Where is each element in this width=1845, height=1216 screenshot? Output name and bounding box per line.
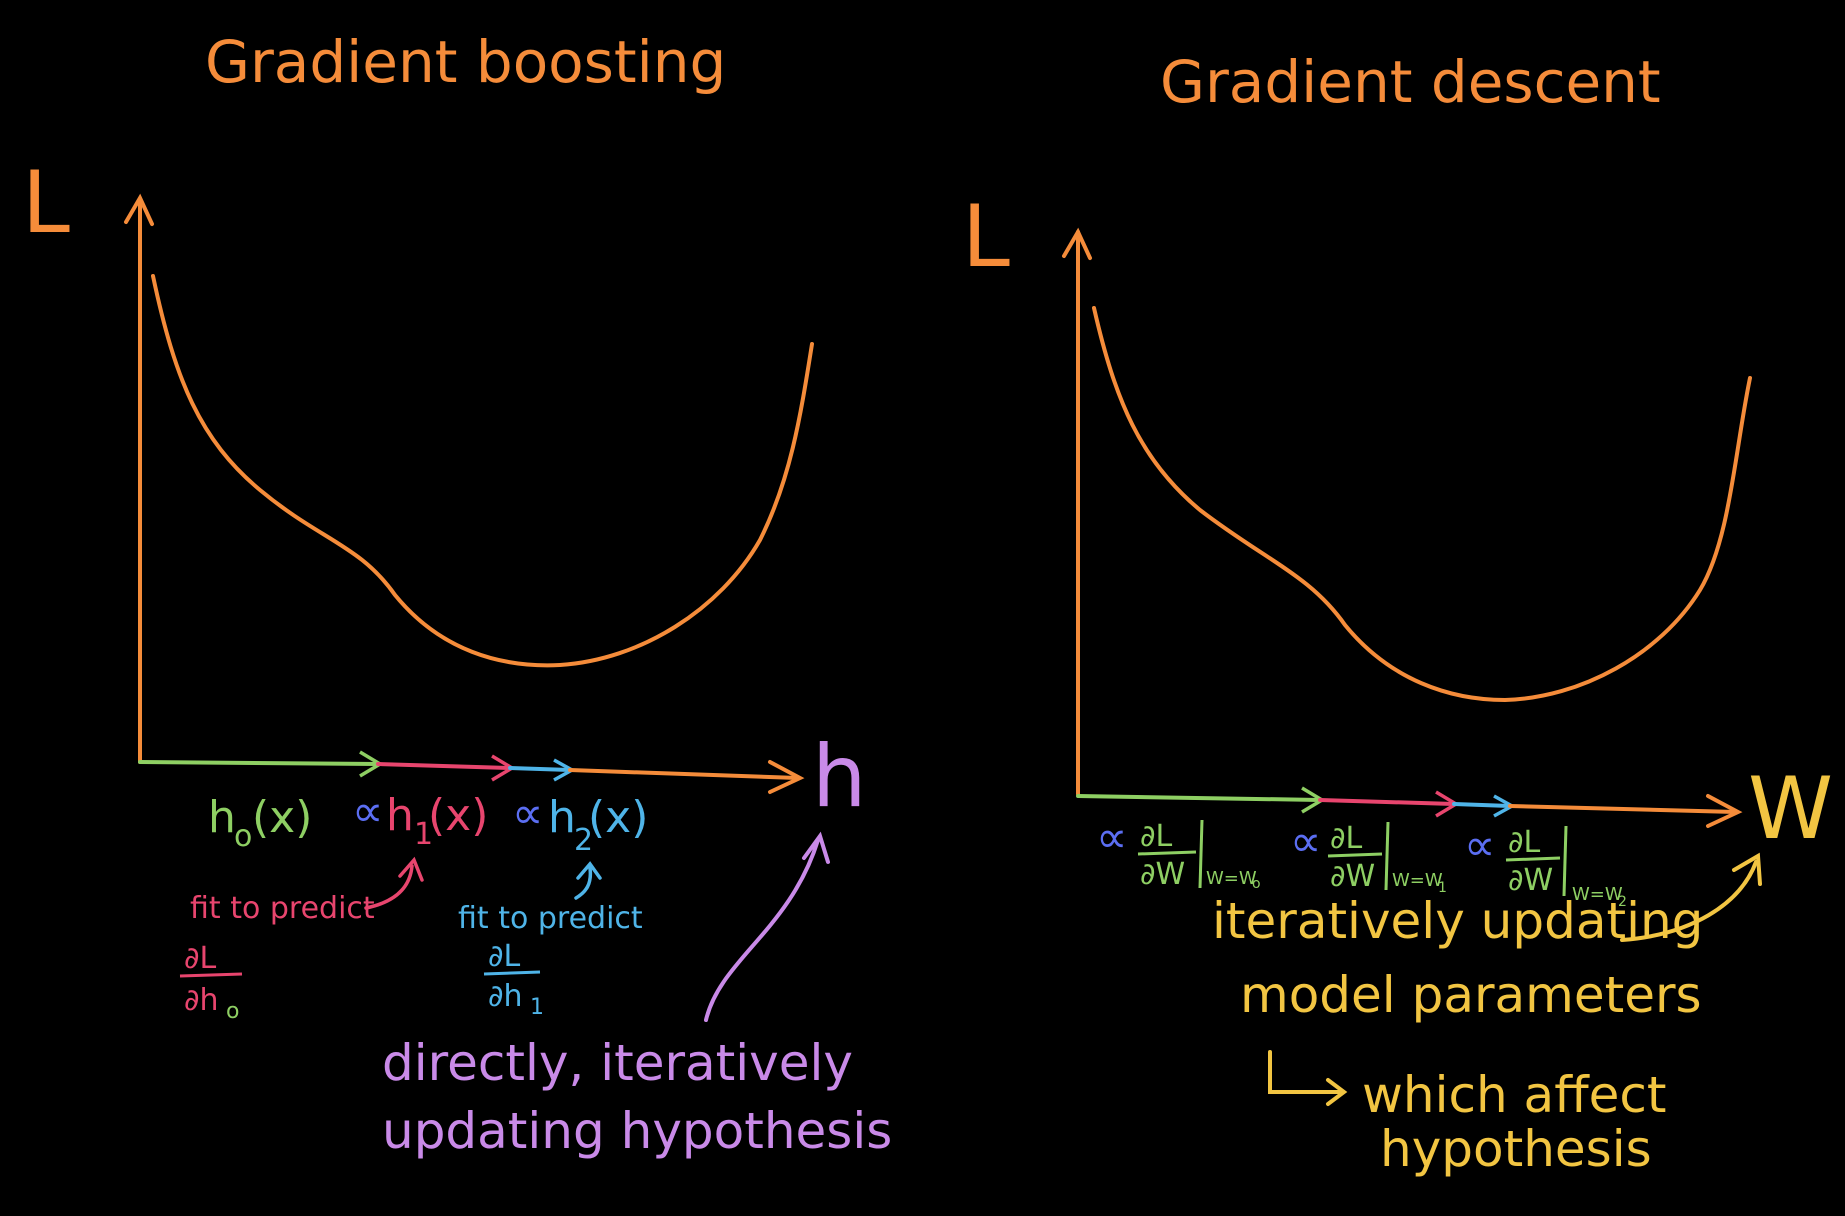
boosting-note: directly, iteratively updating hypothesi…	[382, 1034, 892, 1160]
svg-text:2: 2	[574, 823, 593, 858]
svg-text:∂W: ∂W	[1508, 863, 1553, 898]
svg-text:1: 1	[1438, 880, 1447, 896]
y-axis-label: L	[22, 153, 70, 253]
x-axis-line	[1508, 804, 1738, 814]
note-arrowhead	[802, 831, 830, 864]
panel-title: Gradient descent	[1160, 48, 1661, 116]
loss-curve	[1092, 306, 1752, 703]
svg-text:∂L: ∂L	[184, 941, 217, 976]
svg-text:h: h	[208, 792, 236, 843]
svg-text:1: 1	[414, 817, 433, 852]
gradient-descent-panel: Gradient descent L W ∝ ∂L ∂W W=W o ∝ ∂L …	[962, 48, 1833, 1178]
svg-text:W=W: W=W	[1206, 868, 1257, 889]
svg-text:W=W: W=W	[1392, 870, 1443, 891]
h1-label: ∝ h 1 (x)	[352, 786, 488, 852]
svg-text:hypothesis: hypothesis	[1380, 1120, 1652, 1178]
svg-text:∝: ∝	[1096, 812, 1127, 863]
panel-title: Gradient boosting	[205, 28, 726, 96]
svg-text:h: h	[548, 792, 576, 843]
bracket-arrow	[1268, 1050, 1344, 1094]
gradient-term-w2: ∝ ∂L ∂W W=W 2	[1464, 820, 1627, 910]
svg-text:∂L: ∂L	[488, 939, 521, 974]
svg-text:∝: ∝	[1290, 816, 1321, 867]
x-axis-arrowhead	[1706, 794, 1743, 828]
svg-text:∝: ∝	[1464, 820, 1495, 871]
svg-text:W=W: W=W	[1572, 884, 1623, 905]
fit-h1-arrow	[364, 864, 414, 910]
note-arrowhead	[1732, 852, 1762, 886]
svg-text:∝: ∝	[512, 788, 543, 839]
x-axis-segment-h2	[508, 766, 572, 772]
x-axis-segment-w1	[1318, 798, 1456, 806]
x-axis-line	[568, 768, 800, 780]
loss-curve	[151, 274, 814, 668]
x-axis-segment-h0	[138, 760, 380, 766]
svg-text:∂W: ∂W	[1140, 857, 1185, 892]
note-arrow	[1620, 860, 1758, 942]
svg-text:∂h: ∂h	[184, 983, 219, 1018]
svg-text:(x): (x)	[252, 792, 312, 843]
bracket-arrowhead	[1326, 1078, 1348, 1106]
gradient-boosting-panel: Gradient boosting L h h o (x) ∝ h 1 (x)	[22, 28, 892, 1160]
svg-text:directly, iteratively: directly, iteratively	[382, 1034, 853, 1092]
svg-text:∂L: ∂L	[1140, 819, 1173, 854]
fit-annotation-h1: fit to predict ∂L ∂h o	[179, 891, 375, 1024]
svg-text:h: h	[386, 790, 414, 841]
svg-text:o: o	[234, 819, 252, 854]
svg-text:which affect: which affect	[1362, 1066, 1667, 1124]
svg-text:∂L: ∂L	[1330, 821, 1363, 856]
svg-text:fit to predict: fit to predict	[458, 901, 643, 936]
svg-text:2: 2	[1618, 894, 1627, 910]
svg-text:∝: ∝	[352, 786, 383, 837]
x-axis-label: W	[1748, 759, 1833, 859]
fit-h1-arrowhead	[398, 856, 424, 882]
fit-annotation-h2: fit to predict ∂L ∂h 1	[458, 901, 643, 1020]
note-arrow	[704, 838, 820, 1022]
svg-text:(x): (x)	[588, 792, 648, 843]
h0-label: h o (x)	[208, 792, 312, 854]
svg-text:model parameters: model parameters	[1240, 966, 1702, 1024]
svg-text:∂h: ∂h	[488, 979, 523, 1014]
x-axis-segment-w2	[1452, 802, 1512, 808]
gradient-term-w0: ∝ ∂L ∂W W=W o	[1096, 812, 1261, 892]
svg-text:(x): (x)	[428, 790, 488, 841]
svg-text:∂W: ∂W	[1330, 859, 1375, 894]
svg-text:o: o	[226, 999, 239, 1024]
descent-note: iteratively updating model parameters wh…	[1212, 892, 1703, 1178]
fit-h2-arrow	[574, 866, 593, 900]
x-axis-segment-h1	[376, 762, 512, 770]
svg-text:∂L: ∂L	[1508, 825, 1541, 860]
y-axis-label: L	[962, 187, 1010, 287]
fit-h2-arrowhead	[576, 861, 602, 880]
x-axis-arrowhead	[768, 760, 805, 794]
svg-text:1: 1	[530, 995, 544, 1020]
y-axis-arrowhead	[124, 193, 154, 226]
x-axis-segment-w0	[1076, 794, 1322, 802]
h2-label: ∝ h 2 (x)	[512, 788, 648, 858]
x-axis-label: h	[812, 727, 867, 827]
svg-text:fit to predict: fit to predict	[190, 891, 375, 926]
svg-text:updating hypothesis: updating hypothesis	[382, 1102, 892, 1160]
y-axis-arrowhead	[1062, 227, 1092, 260]
gradient-term-w1: ∝ ∂L ∂W W=W 1	[1290, 816, 1447, 896]
svg-text:o: o	[1252, 876, 1261, 892]
